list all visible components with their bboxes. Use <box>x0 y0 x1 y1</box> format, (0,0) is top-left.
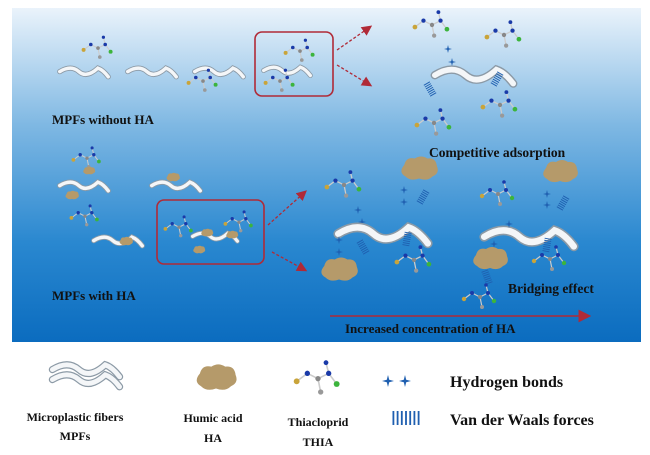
arrow <box>336 64 373 87</box>
legend-thia-abbr: THIA <box>303 435 334 449</box>
zoom-box-with-ha <box>156 199 265 265</box>
with-ha-scene: MPFs with HA Bridging effect Increased c… <box>52 145 594 336</box>
zoom-box-without-ha <box>254 31 334 97</box>
legend-fiber-name: Microplastic fibers <box>27 410 124 424</box>
label-competitive-adsorption: Competitive adsorption <box>429 145 566 160</box>
legend-van-der-waals: Van der Waals forces <box>450 412 594 429</box>
diagram-background <box>12 8 641 342</box>
label-mpfs-without-ha: MPFs without HA <box>52 112 154 127</box>
arrow <box>271 251 308 272</box>
arrow <box>267 190 307 226</box>
thiacloprid-icon <box>292 359 341 396</box>
label-mpfs-with-ha: MPFs with HA <box>52 288 136 303</box>
legend-ha-abbr: HA <box>204 431 222 445</box>
van-der-waals-icon <box>391 409 421 427</box>
legend-thia-name: Thiacloprid <box>288 415 349 429</box>
legend-hydrogen-bonds: Hydrogen bonds <box>450 374 563 391</box>
legend-ha-name: Humic acid <box>184 411 243 425</box>
hydrogen-bond-icon <box>382 375 394 387</box>
hydrogen-bond-icon <box>399 375 411 387</box>
legend-fiber-abbr: MPFs <box>60 429 91 443</box>
label-increased-concentration: Increased concentration of HA <box>345 321 516 336</box>
arrow <box>336 25 373 51</box>
legend: Microplastic fibers MPFs Humic acid HA T… <box>27 359 594 449</box>
without-ha-scene: MPFs without HA Competitive adsorption <box>52 9 566 160</box>
humic-acid-icon <box>196 364 237 390</box>
label-bridging-effect: Bridging effect <box>508 281 594 296</box>
